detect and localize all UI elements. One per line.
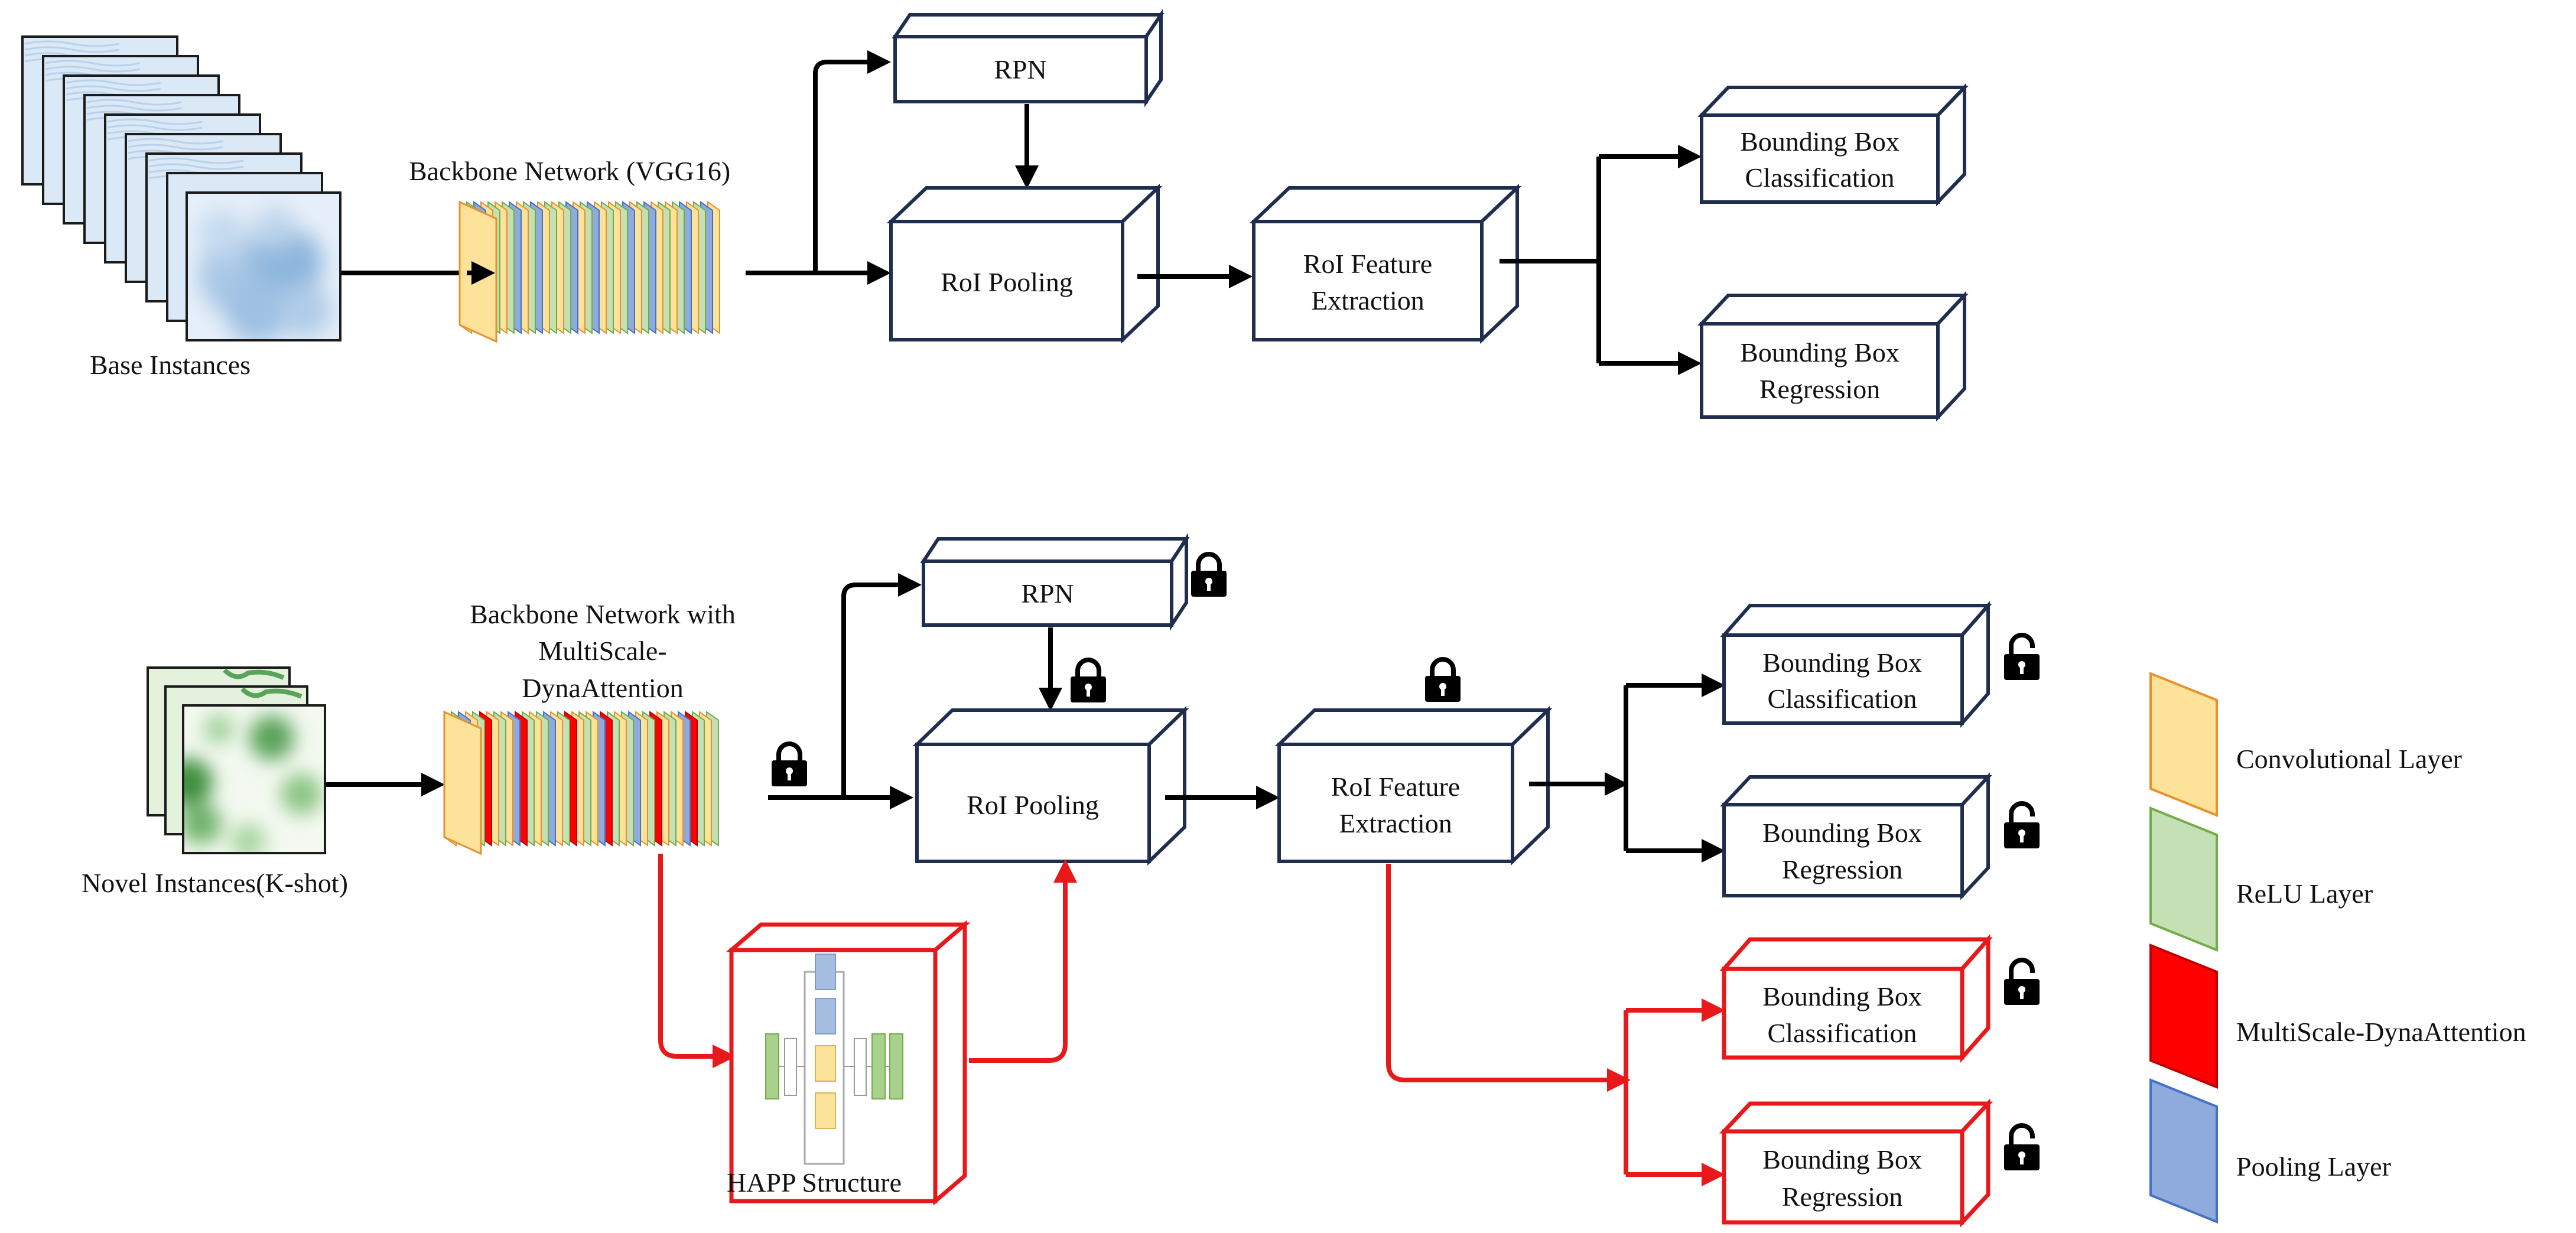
base-instance-front-image — [186, 191, 341, 341]
legend-relu-label: ReLU Layer — [2236, 879, 2373, 909]
unlock-icon-bbox-regression — [2004, 803, 2040, 848]
roi-feature-label-line2: Extraction — [1311, 285, 1424, 315]
red-bbox-classification-line2: Classification — [1768, 1018, 1917, 1048]
legend-item-pool: Pooling Layer — [2149, 1078, 2391, 1224]
roi-feature-label-line1: RoI Feature — [1303, 249, 1432, 279]
bbox-regression-bottom-line1: Bounding Box — [1762, 818, 1922, 848]
rpn-label: RPN — [994, 54, 1046, 84]
roi-feature-box-top: RoI Feature Extraction — [1249, 184, 1522, 344]
novel-instance-front-image — [182, 704, 326, 854]
backbone-msda-label-line3: DynaAttention — [522, 673, 683, 703]
legend-item-conv: Convolutional Layer — [2149, 672, 2462, 817]
red-arrow-happ-to-roi-pooling — [969, 859, 1077, 1063]
legend-swatch-relu — [2149, 806, 2218, 952]
happ-inner-structure — [765, 954, 903, 1165]
bbox-regression-box-bottom: Bounding Box Regression — [1720, 772, 1992, 900]
bbox-regression-box-top: Bounding Box Regression — [1697, 291, 1969, 422]
backbone-vgg16-label: Backbone Network (VGG16) — [409, 156, 730, 186]
bbox-regression-bottom-line2: Regression — [1782, 854, 1902, 884]
legend-item-relu: ReLU Layer — [2149, 806, 2373, 952]
roi-feature-bottom-line1: RoI Feature — [1331, 772, 1460, 802]
unlock-icon-bbox-classification — [2004, 635, 2040, 680]
rpn-box-bottom: RPN — [920, 532, 1190, 632]
roi-feature-bottom-line2: Extraction — [1339, 808, 1452, 838]
bbox-classification-bottom-line1: Bounding Box — [1762, 648, 1922, 678]
red-bbox-regression-line1: Bounding Box — [1762, 1144, 1922, 1175]
backbone-msda-layers — [443, 710, 719, 855]
unlock-icon-red-regression — [2004, 1125, 2040, 1170]
arrow-backbone-to-rpn — [813, 50, 891, 273]
red-arrow-backbone-to-happ — [658, 854, 736, 1068]
bbox-classification-top-line1: Bounding Box — [1740, 126, 1900, 157]
legend: Convolutional Layer ReLU Layer MultiScal… — [2149, 672, 2526, 1224]
rpn-box-top: RPN — [892, 9, 1165, 108]
base-instances-label: Base Instances — [90, 350, 251, 380]
bbox-classification-box-bottom: Bounding Box Classification — [1720, 601, 1992, 728]
roi-pooling-box-top: RoI Pooling — [886, 184, 1163, 344]
bbox-classification-top-line2: Classification — [1745, 162, 1895, 193]
lock-icon-rpn — [1191, 554, 1227, 597]
arrow-backbone-to-rpn-bottom — [841, 573, 922, 798]
happ-structure-label: HAPP Structure — [727, 1167, 902, 1198]
lock-icon-backbone — [772, 744, 807, 786]
red-bbox-regression-line2: Regression — [1782, 1182, 1902, 1212]
legend-swatch-pool — [2149, 1078, 2218, 1224]
legend-item-msda: MultiScale-DynaAttention — [2149, 944, 2526, 1089]
happ-structure-box: HAPP Structure — [726, 920, 971, 1206]
red-bbox-classification-box: Bounding Box Classification — [1719, 933, 1993, 1063]
roi-pooling-label: RoI Pooling — [941, 267, 1073, 297]
backbone-msda-label-line2: MultiScale- — [538, 636, 666, 666]
unlock-icon-red-classification — [2004, 960, 2040, 1005]
lock-icon-roi-pooling — [1071, 660, 1106, 702]
legend-swatch-conv — [2149, 672, 2218, 817]
legend-swatch-msda — [2149, 944, 2218, 1089]
backbone-vgg16-layers — [458, 200, 720, 343]
roi-pooling-box-bottom: RoI Pooling — [912, 705, 1189, 866]
novel-instances-label: Novel Instances(K-shot) — [82, 868, 348, 898]
roi-pooling-bottom-label: RoI Pooling — [967, 790, 1099, 820]
legend-msda-label: MultiScale-DynaAttention — [2236, 1017, 2526, 1047]
red-bbox-classification-line1: Bounding Box — [1762, 981, 1922, 1011]
bbox-classification-bottom-line2: Classification — [1768, 684, 1917, 714]
legend-conv-label: Convolutional Layer — [2236, 744, 2462, 774]
novel-instances-image-stack — [147, 666, 326, 854]
roi-feature-box-bottom: RoI Feature Extraction — [1274, 705, 1553, 866]
base-instances-image-stack — [21, 35, 341, 341]
backbone-msda-label-line1: Backbone Network with — [470, 599, 736, 629]
legend-pool-label: Pooling Layer — [2236, 1151, 2391, 1182]
red-bbox-regression-box: Bounding Box Regression — [1719, 1098, 1993, 1228]
bbox-regression-top-line1: Bounding Box — [1740, 337, 1900, 367]
backbone-front-conv-layer — [443, 710, 482, 855]
bbox-regression-top-line2: Regression — [1759, 374, 1880, 404]
bbox-classification-box-top: Bounding Box Classification — [1697, 83, 1969, 207]
rpn-bottom-label: RPN — [1021, 578, 1074, 609]
red-arrow-feature-to-heads — [1386, 864, 1631, 1092]
lock-icon-roi-feature — [1425, 659, 1461, 702]
